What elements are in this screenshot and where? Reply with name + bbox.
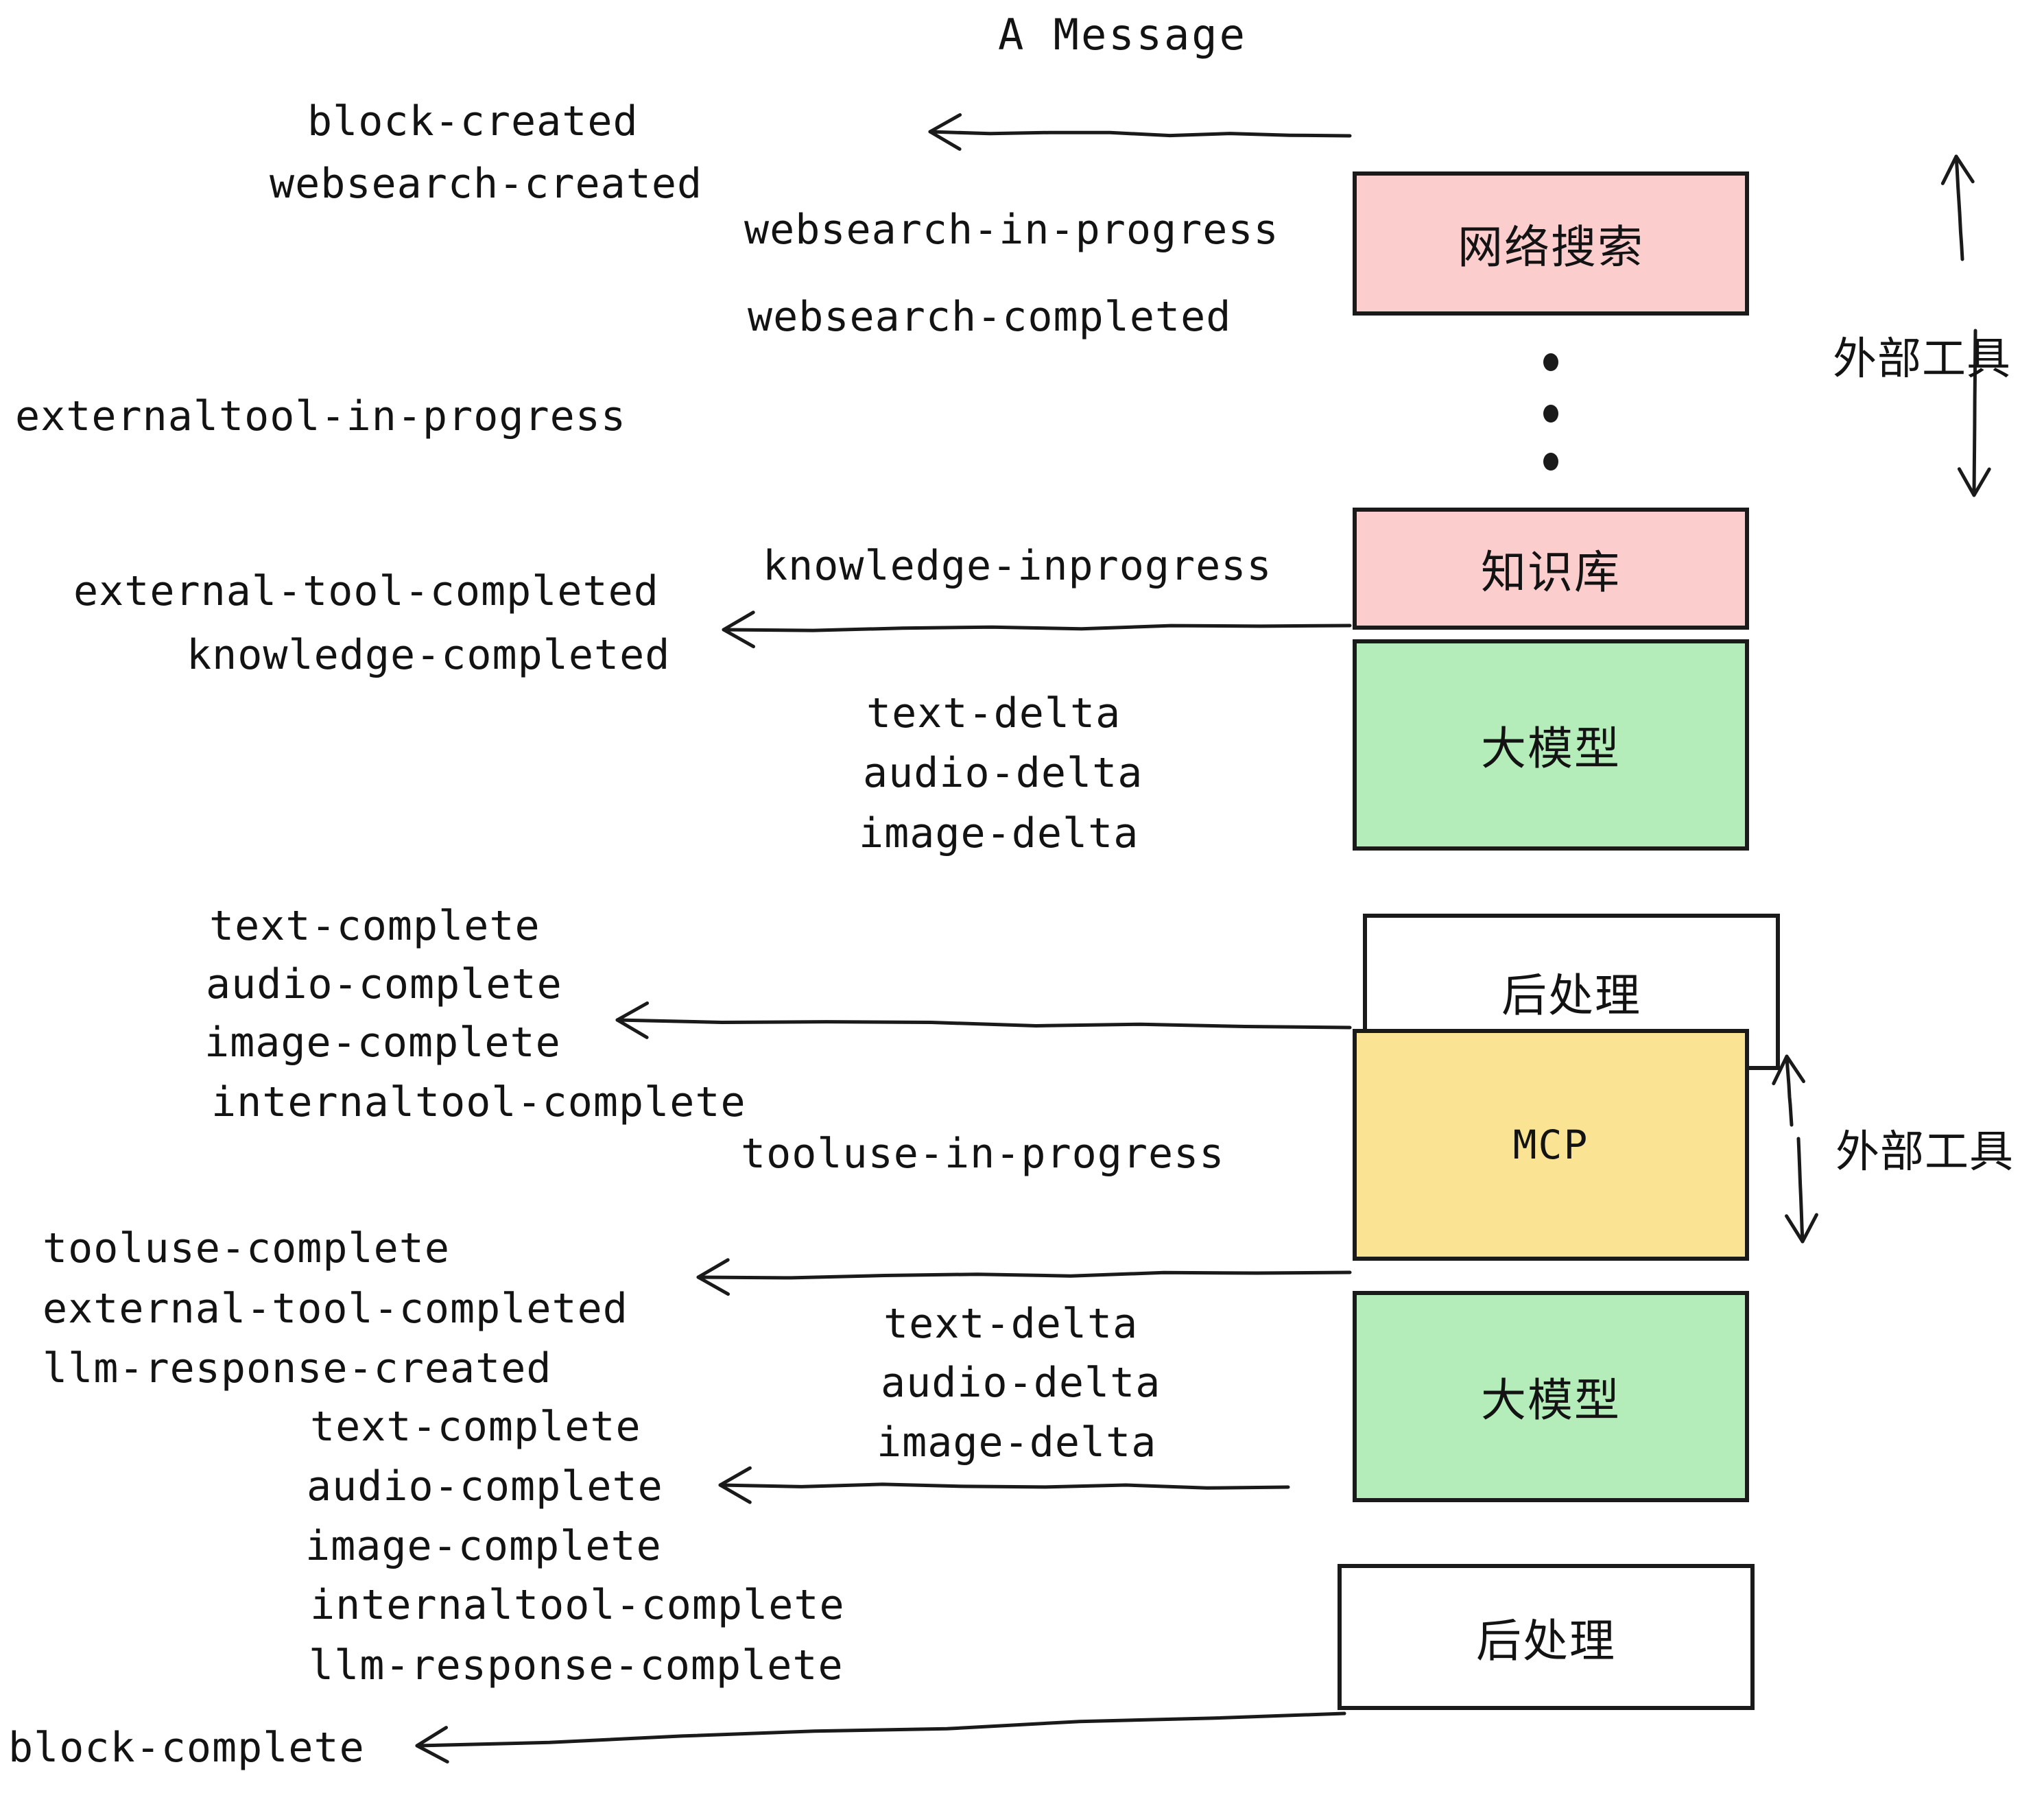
- event-label-audio-delta: audio-delta: [863, 749, 1143, 797]
- event-label-websearch-created: websearch-created: [270, 160, 703, 208]
- event-label-external-tool-completed: external-tool-completed: [43, 1285, 628, 1333]
- side-annotation-label: 外部工具: [1835, 1127, 2014, 1178]
- box-llm-1: 大模型: [1353, 639, 1749, 851]
- event-label-text-complete: text-complete: [209, 902, 540, 950]
- flow-arrow-llm-to-audio-complete: [718, 1466, 1290, 1504]
- event-label-knowledge-inprogress: knowledge-inprogress: [763, 542, 1272, 590]
- box-label: MCP: [1512, 1121, 1589, 1168]
- event-label-websearch-completed: websearch-completed: [748, 293, 1232, 341]
- event-label-externaltool-in-progress: externaltool-in-progress: [15, 392, 626, 440]
- flow-arrow-postprocess-to-block-complete: [415, 1711, 1346, 1764]
- event-label-llm-response-complete: llm-response-complete: [309, 1641, 844, 1689]
- event-label-knowledge-completed: knowledge-completed: [187, 631, 671, 679]
- event-label-text-delta: text-delta: [883, 1300, 1139, 1348]
- event-label-internaltool-complete: internaltool-complete: [211, 1078, 746, 1126]
- box-label: 大模型: [1481, 722, 1621, 775]
- side-up-arrow-0: [1940, 154, 1975, 261]
- box-label: 大模型: [1481, 1374, 1621, 1427]
- event-label-internaltool-complete: internaltool-complete: [310, 1581, 845, 1629]
- event-label-audio-delta: audio-delta: [881, 1359, 1161, 1407]
- box-label: 后处理: [1501, 969, 1641, 1022]
- flow-arrow-mcp-to-tooluse-complete: [696, 1258, 1352, 1296]
- event-label-image-complete: image-complete: [204, 1019, 561, 1067]
- box-mcp: MCP: [1353, 1029, 1749, 1261]
- side-annotation-label: 外部工具: [1833, 334, 2011, 385]
- event-label-block-complete: block-complete: [8, 1724, 365, 1772]
- event-label-image-delta: image-delta: [877, 1419, 1157, 1467]
- event-label-websearch-in-progress: websearch-in-progress: [744, 206, 1279, 254]
- event-label-image-delta: image-delta: [859, 809, 1139, 857]
- event-label-block-created: block-created: [307, 97, 639, 145]
- flow-arrow-knowledge-to-completed: [722, 610, 1352, 649]
- flow-arrow-postprocess-to-image-complete: [615, 1001, 1352, 1039]
- ellipsis-dot-icon: [1543, 453, 1558, 471]
- diagram-title: A Message: [998, 10, 1247, 60]
- event-label-external-tool-completed: external-tool-completed: [73, 567, 659, 615]
- box-postprocess-2: 后处理: [1338, 1564, 1755, 1710]
- flow-arrow-websearch-to-block-created: [928, 113, 1352, 151]
- event-label-tooluse-complete: tooluse-complete: [43, 1224, 450, 1272]
- box-knowledge: 知识库: [1353, 508, 1749, 630]
- box-label: 知识库: [1481, 546, 1621, 599]
- ellipsis-dot-icon: [1543, 405, 1558, 423]
- box-label: 后处理: [1476, 1614, 1616, 1667]
- event-label-image-complete: image-complete: [305, 1522, 662, 1570]
- ellipsis-dot-icon: [1543, 353, 1558, 371]
- event-label-audio-complete: audio-complete: [206, 960, 562, 1008]
- side-down-arrow-1: [1785, 1137, 1818, 1244]
- box-websearch: 网络搜索: [1353, 171, 1749, 316]
- event-label-text-delta: text-delta: [866, 689, 1121, 737]
- event-label-audio-complete: audio-complete: [307, 1462, 663, 1510]
- box-label: 网络搜索: [1458, 221, 1644, 274]
- event-label-llm-response-created: llm-response-created: [43, 1344, 552, 1392]
- event-label-text-complete: text-complete: [310, 1403, 641, 1451]
- box-llm-2: 大模型: [1353, 1291, 1749, 1502]
- event-label-tooluse-in-progress: tooluse-in-progress: [741, 1130, 1225, 1178]
